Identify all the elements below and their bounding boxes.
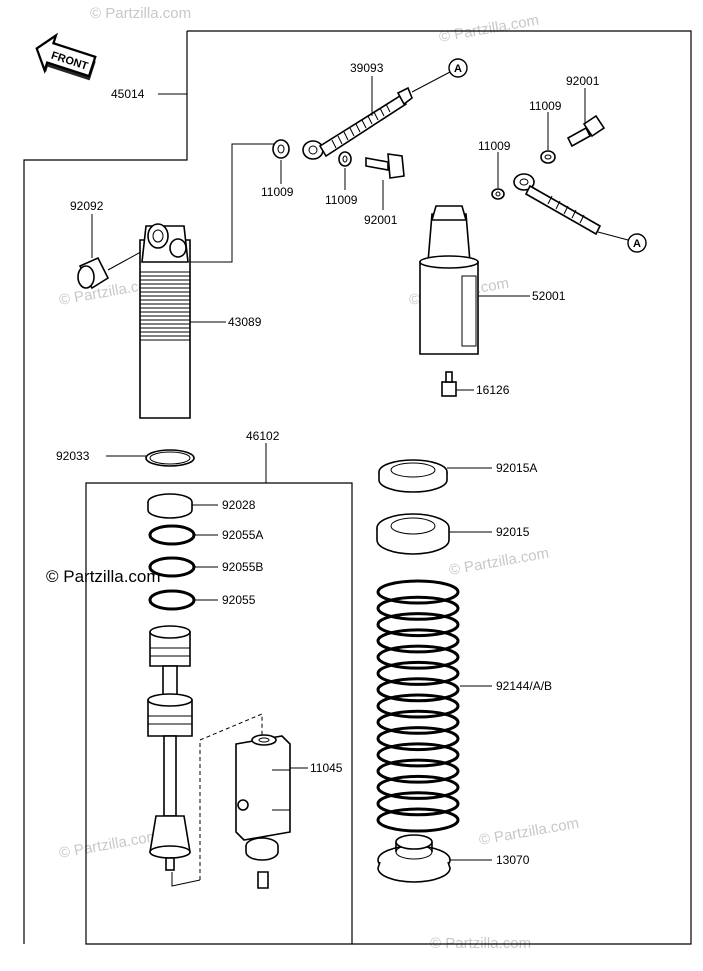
small-bolt: [257, 871, 269, 889]
part-number-46102: 46102: [246, 429, 280, 443]
watermark: © Partzilla.com: [448, 545, 550, 579]
part-number-39093: 39093: [350, 61, 384, 75]
part-number-92001-a: 92001: [566, 74, 600, 88]
assembly-frame-45014: [23, 30, 692, 945]
ring-92028: [147, 493, 193, 519]
part-number-92028: 92028: [222, 498, 256, 512]
part-number-11009-a: 11009: [529, 99, 562, 113]
part-number-11009-c: 11009: [325, 193, 358, 207]
part-number-92144: 92144/A/B: [496, 679, 552, 693]
washer-11009-left: [272, 139, 290, 159]
clevis-11045: [235, 734, 291, 841]
ref-mark-a-label: A: [454, 63, 462, 75]
bushing-92092: [77, 256, 110, 290]
hose-fitting-right: [513, 173, 602, 236]
watermark: © Partzilla.com: [438, 12, 540, 46]
part-number-11009-b: 11009: [261, 185, 294, 199]
valve-16126: [441, 371, 457, 397]
reservoir-52001: [419, 205, 479, 355]
part-number-11045: 11045: [310, 761, 343, 775]
part-number-11009-d: 11009: [478, 139, 511, 153]
spring-92144: [376, 579, 460, 833]
spring-coil: [376, 742, 460, 768]
leader-line: [171, 872, 201, 887]
part-number-13070: 13070: [496, 853, 530, 867]
ref-mark-a-right: A: [627, 233, 647, 253]
part-number-92015: 92015: [496, 525, 530, 539]
o-ring-92055A: [148, 524, 196, 546]
part-number-92055A: 92055A: [222, 528, 263, 542]
watermark: © Partzilla.com: [58, 828, 160, 862]
leader-line: [597, 231, 629, 241]
spring-coil: [376, 644, 460, 670]
assembly-frame-46102: [85, 482, 353, 945]
washer-11009-mid: [338, 151, 352, 167]
spring-coil: [376, 726, 460, 752]
spring-coil: [376, 612, 460, 638]
part-number-43089: 43089: [228, 315, 262, 329]
leader-line: [411, 71, 451, 93]
watermark: © Partzilla.com: [478, 815, 580, 849]
part-number-45014: 45014: [111, 87, 145, 101]
spring-coil: [376, 709, 460, 735]
part-number-16126: 16126: [476, 383, 510, 397]
washer-11009-topright: [540, 150, 556, 164]
part-number-92033: 92033: [56, 449, 90, 463]
leader-line: [199, 713, 263, 880]
lock-nut-92015A: [378, 459, 448, 493]
part-number-92001-b: 92001: [364, 213, 398, 227]
o-ring-92055: [148, 589, 196, 611]
piston-rod-assembly: [147, 625, 193, 871]
ref-mark-a-label: A: [633, 238, 641, 250]
part-number-92055: 92055: [222, 593, 256, 607]
front-arrow: FRONT: [35, 32, 97, 81]
part-number-92055B: 92055B: [222, 560, 263, 574]
spring-coil: [376, 660, 460, 686]
spring-coil: [376, 628, 460, 654]
banjo-bolt-92001-mid: [365, 153, 405, 179]
spring-coil: [376, 774, 460, 800]
copyright-text: © Partzilla.com: [46, 567, 161, 586]
circlip-92033: [145, 449, 195, 467]
lock-nut-92015: [376, 513, 450, 555]
part-number-92092: 92092: [70, 199, 104, 213]
shock-absorber-body-43089: [139, 223, 191, 419]
spring-coil: [376, 693, 460, 719]
spring-coil: [376, 677, 460, 703]
watermark: © Partzilla.com: [90, 5, 191, 22]
leader-line: [190, 143, 274, 263]
spring-coil: [376, 758, 460, 784]
hose-fitting-39093: [302, 86, 413, 160]
spring-coil: [376, 807, 460, 833]
washer-11009-right: [491, 188, 505, 200]
ref-mark-a-top: A: [448, 58, 468, 78]
part-number-92015A: 92015A: [496, 461, 537, 475]
part-number-52001: 52001: [532, 289, 566, 303]
adjuster-nut: [245, 837, 279, 861]
spring-coil: [376, 791, 460, 817]
spring-coil: [376, 595, 460, 621]
spring-seat-13070: [377, 834, 451, 883]
spring-coil: [376, 579, 460, 605]
banjo-bolt-92001-top: [566, 114, 606, 148]
